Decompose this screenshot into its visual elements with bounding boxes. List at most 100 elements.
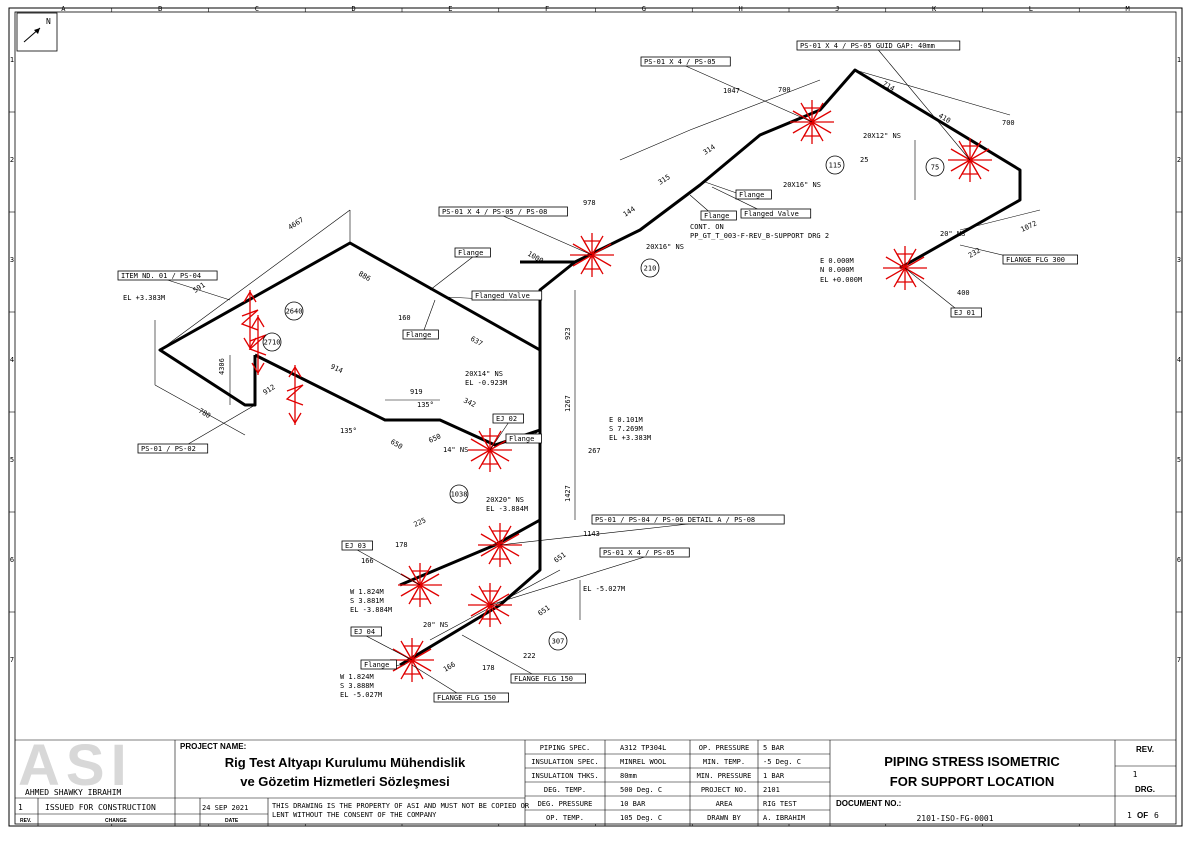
asi-logo: ASI xyxy=(18,733,127,798)
spec-label-2: DRAWN BY xyxy=(707,814,742,822)
dim-267: 267 xyxy=(588,447,601,455)
node-2640: 2640 xyxy=(284,301,304,321)
rev-change: ISSUED FOR CONSTRUCTION xyxy=(45,803,156,812)
angle-135b: 135° xyxy=(340,427,357,435)
ps-01-x4-05-08-callout-text: PS-01 X 4 / PS-05 / PS-08 xyxy=(442,208,547,216)
grid-row-1: 1 xyxy=(10,56,14,64)
spec-value: 105 Deg. C xyxy=(620,814,662,822)
flange-flg-150-callout-a-text: FLANGE FLG 150 xyxy=(514,675,573,683)
node-number: 307 xyxy=(552,638,565,646)
item-nd-callout-text: ITEM ND. 01 / PS-04 xyxy=(121,272,201,280)
flange-callout-top2-text: Flange xyxy=(704,212,729,220)
cont-on-label: CONT. ON xyxy=(690,223,724,231)
grid-col-G: G xyxy=(642,5,646,13)
north-arrow-icon: N xyxy=(16,12,58,52)
ps-01-x4-05-08-callout: PS-01 X 4 / PS-05 / PS-08 xyxy=(438,206,593,256)
rev-block-label: REV. xyxy=(1136,745,1154,754)
ps-detail-a-callout-text: PS-01 / PS-04 / PS-06 DETAIL A / PS-08 xyxy=(595,516,755,524)
grid-col-H: H xyxy=(739,5,743,13)
flange-callout-top-text: Flange xyxy=(739,191,764,199)
flange-callout-low-text: Flange xyxy=(364,661,389,669)
ns-14-label: 14" NS xyxy=(443,446,468,454)
dim-4667: 4667 xyxy=(287,216,305,232)
flange-flg-150-callout-b: FLANGE FLG 150 xyxy=(411,664,509,703)
project-line2: ve Gözetim Hizmetleri Sözleşmesi xyxy=(240,774,450,789)
ns-20x16a-label: 20X16" NS xyxy=(646,243,684,251)
coord-low1-s: S 3.881M xyxy=(350,597,384,605)
spec-label: INSULATION THKS. xyxy=(531,772,598,780)
dim-1072: 1072 xyxy=(1019,219,1038,233)
flange-flg-300-callout: FLANGE FLG 300 xyxy=(959,244,1078,265)
dim-314: 314 xyxy=(702,143,717,157)
el-0923-label: EL -0.923M xyxy=(465,379,507,387)
ps-01-x4-05-top-callout-text: PS-01 X 4 / PS-05 xyxy=(644,58,716,66)
coord-low2-s: S 3.888M xyxy=(340,682,374,690)
node-circles: 2640 2710 210 115 75 1038 307 xyxy=(262,155,945,651)
dim-650a: 650 xyxy=(389,438,404,451)
coord-low2-el: EL -5.027M xyxy=(340,691,382,699)
ej-03-callout: EJ 03 xyxy=(341,540,421,586)
flange-callout-low: Flange xyxy=(360,659,406,670)
coord-mid-e: E 0.101M xyxy=(609,416,643,424)
project-name-label: PROJECT NAME: xyxy=(180,742,246,751)
flanged-valve-callout-top: Flanged Valve xyxy=(711,186,812,219)
annotation-texts: EL +3.383M 20X14" NS EL -0.923M 14" NS E… xyxy=(123,132,965,699)
spec-value: 500 Deg. C xyxy=(620,786,662,794)
grid-row-4-right: 4 xyxy=(1177,356,1181,364)
dim-780: 780 xyxy=(197,407,212,420)
grid-row-4: 4 xyxy=(10,356,14,364)
spec-value-2: A. IBRAHIM xyxy=(763,814,805,822)
spec-label-2: AREA xyxy=(716,800,734,808)
dim-4306: 4306 xyxy=(218,358,226,375)
node-115: 115 xyxy=(825,155,845,175)
dim-178b: 178 xyxy=(482,664,495,672)
spec-value-2: -5 Deg. C xyxy=(763,758,801,766)
dim-912: 912 xyxy=(262,383,277,397)
grid-row-6: 6 xyxy=(10,556,14,564)
ns-20-label: 20" NS xyxy=(940,230,965,238)
support-marker xyxy=(285,365,304,425)
flange-callout-c-text: Flange xyxy=(509,435,534,443)
flange-callout-b-text: Flange xyxy=(406,331,431,339)
flange-callout-a: Flange xyxy=(429,247,491,291)
coord-right-n: N 0.000M xyxy=(820,266,854,274)
drawing-title-line1: PIPING STRESS ISOMETRIC xyxy=(884,754,1060,769)
dim-978: 978 xyxy=(583,199,596,207)
drawing-title-line2: FOR SUPPORT LOCATION xyxy=(890,774,1054,789)
dim-650b: 650 xyxy=(427,432,442,445)
document-no: 2101-ISO-FG-0001 xyxy=(916,814,993,823)
dim-166a: 166 xyxy=(361,557,374,565)
grid-col-F: F xyxy=(545,5,549,13)
ps-01-02-callout: PS-01 / PS-02 xyxy=(137,404,256,454)
ps-01-x4-05-low-callout: PS-01 X 4 / PS-05 xyxy=(489,547,690,606)
spec-value: 80mm xyxy=(620,772,637,780)
spec-value: A312 TP304L xyxy=(620,744,666,752)
ej-03-callout-text: EJ 03 xyxy=(345,542,366,550)
pipe-route xyxy=(158,68,1022,667)
dim-25: 25 xyxy=(860,156,868,164)
node-number: 1038 xyxy=(451,491,468,499)
flange-flg-300-callout-text: FLANGE FLG 300 xyxy=(1006,256,1065,264)
grid-row-3-right: 3 xyxy=(1177,256,1181,264)
support-marker xyxy=(248,315,267,375)
dim-160: 160 xyxy=(398,314,411,322)
grid-col-D: D xyxy=(352,5,356,13)
dim-166b: 166 xyxy=(442,660,457,673)
disclaimer-line1: THIS DRAWING IS THE PROPERTY OF ASI AND … xyxy=(272,802,530,810)
spec-label: PIPING SPEC. xyxy=(540,744,591,752)
grid-col-E: E xyxy=(448,5,452,13)
coord-right-e: E 0.000M xyxy=(820,257,854,265)
node-number: 210 xyxy=(644,265,657,273)
angle-135a: 135° xyxy=(417,401,434,409)
ps-01-x4-05-low-callout-text: PS-01 X 4 / PS-05 xyxy=(603,549,675,557)
node-number: 2710 xyxy=(264,339,281,347)
change-header: CHANGE xyxy=(105,818,127,824)
flange-callout-top2: Flange xyxy=(689,194,737,221)
node-number: 75 xyxy=(931,164,939,172)
cont-ref-label: PP_GT_T_003-F-REV_B-SUPPORT DRG 2 xyxy=(690,232,829,240)
grid-row-3: 3 xyxy=(10,256,14,264)
spec-label: INSULATION SPEC. xyxy=(531,758,598,766)
